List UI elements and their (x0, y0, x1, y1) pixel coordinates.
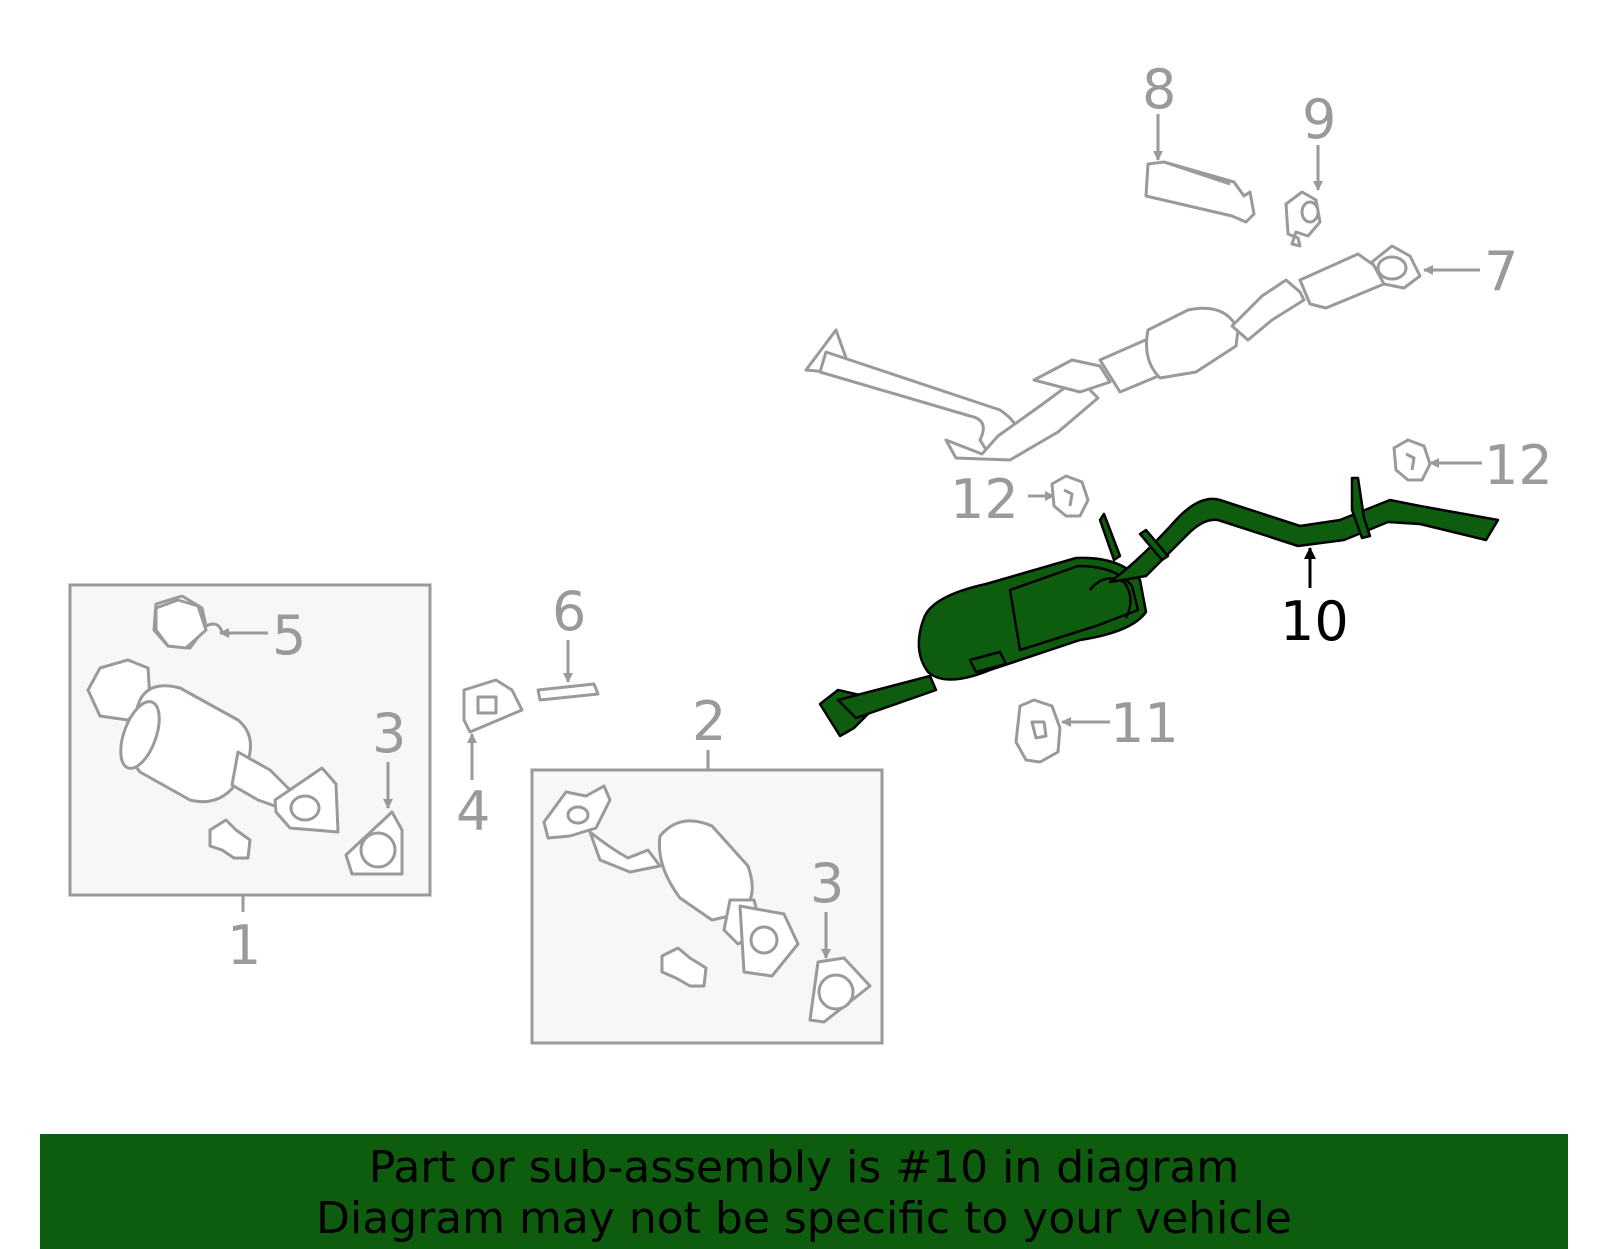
part-3-gasket-a (344, 810, 404, 876)
callout-1: 1 (227, 914, 261, 977)
info-banner: Part or sub-assembly is #10 in diagram D… (40, 1134, 1568, 1249)
callout-12a: 12 (950, 468, 1019, 531)
callout-3b: 3 (810, 852, 844, 915)
part-11-insulator (1014, 698, 1062, 764)
banner-line-2: Diagram may not be specific to your vehi… (316, 1193, 1292, 1244)
part-4-gasket (462, 678, 524, 734)
part-2-converter-assembly (542, 784, 800, 988)
callout-arrows (219, 114, 1482, 959)
callout-7: 7 (1484, 240, 1518, 303)
callout-8: 8 (1142, 58, 1176, 121)
part-9-hanger (1284, 190, 1322, 248)
callout-3a: 3 (372, 702, 406, 765)
banner-line-1: Part or sub-assembly is #10 in diagram (368, 1142, 1240, 1193)
callout-4: 4 (456, 780, 490, 843)
callout-2: 2 (692, 690, 726, 753)
part-8-heat-shield (1144, 160, 1256, 224)
callout-9: 9 (1302, 88, 1336, 151)
callout-11: 11 (1110, 692, 1179, 755)
callout-5: 5 (272, 604, 306, 667)
part-3-gasket-b (808, 956, 872, 1024)
part-6-stud (536, 682, 600, 702)
part-5-bracket (154, 598, 208, 650)
callout-6: 6 (552, 580, 586, 643)
callout-10: 10 (1280, 590, 1349, 653)
part-10-muffler-and-pipe (818, 476, 1500, 738)
part-12-hanger-a (1050, 474, 1090, 518)
part-7-front-pipe (804, 244, 1422, 462)
part-12-hanger-b (1392, 438, 1432, 482)
callout-12b: 12 (1484, 434, 1553, 497)
